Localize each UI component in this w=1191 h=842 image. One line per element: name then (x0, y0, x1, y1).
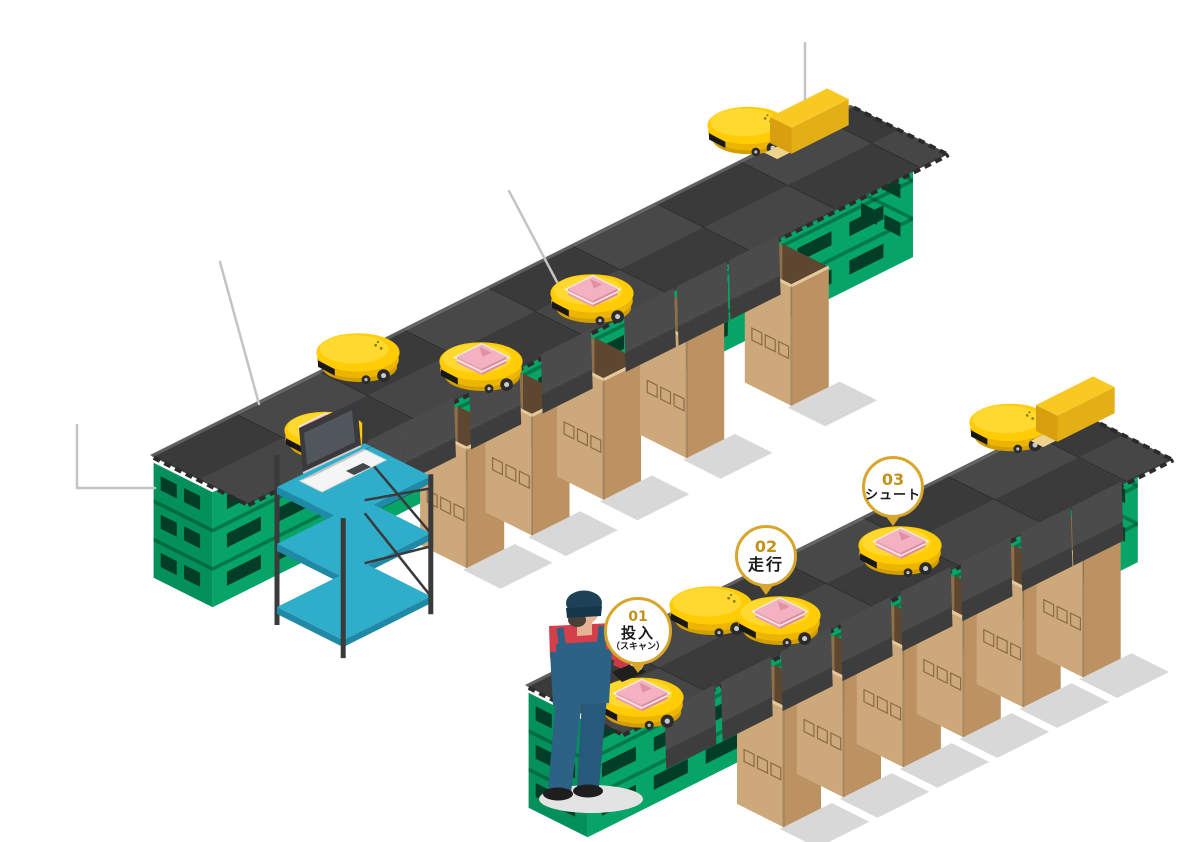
step-label: シュート (865, 487, 922, 503)
sorting-robot (969, 403, 1051, 454)
chute-flap (720, 656, 773, 742)
step-label: 走行 (747, 555, 784, 574)
induction-station (1030, 376, 1115, 448)
sorting-robot-with-parcel (439, 342, 523, 393)
chute-flap (540, 329, 593, 414)
laptop-cart (274, 401, 434, 659)
laptop (298, 401, 388, 493)
chute-flap (624, 287, 676, 372)
sorting-robot-with-parcel (550, 274, 634, 325)
sorting-robot (669, 586, 753, 637)
step-number: 01 (628, 608, 648, 625)
chute-flap (676, 261, 729, 346)
step-sublabel: （スキャン） (610, 642, 665, 653)
step-badge-02: 02 走行 (735, 525, 797, 587)
step-number: 03 (881, 469, 905, 489)
induction-station (764, 88, 849, 160)
parcel-tote (612, 678, 672, 712)
chute-flap (1020, 507, 1073, 592)
sorting-robot-with-parcel (737, 596, 821, 647)
parcel-tote (453, 343, 511, 375)
chute-flap (780, 626, 833, 712)
chute-flap (840, 596, 893, 682)
step-badge-03: 03 シュート (862, 456, 924, 518)
chute-flap (1071, 481, 1124, 566)
parcel-tote (564, 275, 622, 307)
callout-line (507, 189, 559, 284)
sorting-robot-with-parcel (858, 526, 942, 577)
upper-sorting-platform (150, 104, 950, 608)
sorting-robot (316, 333, 400, 384)
step-number: 02 (754, 537, 778, 557)
chute-flap (728, 235, 781, 320)
chute-flap (960, 537, 1013, 622)
sorting-robot-with-parcel (598, 677, 684, 730)
callout-line (218, 260, 261, 406)
step-label: 投入 (620, 624, 655, 643)
step-badge-01: 01 投入 （スキャン） (604, 597, 672, 665)
chute-flap (900, 566, 953, 652)
callout-line (75, 423, 157, 490)
parcel-tote (872, 527, 930, 559)
parcel-tote (751, 597, 809, 629)
